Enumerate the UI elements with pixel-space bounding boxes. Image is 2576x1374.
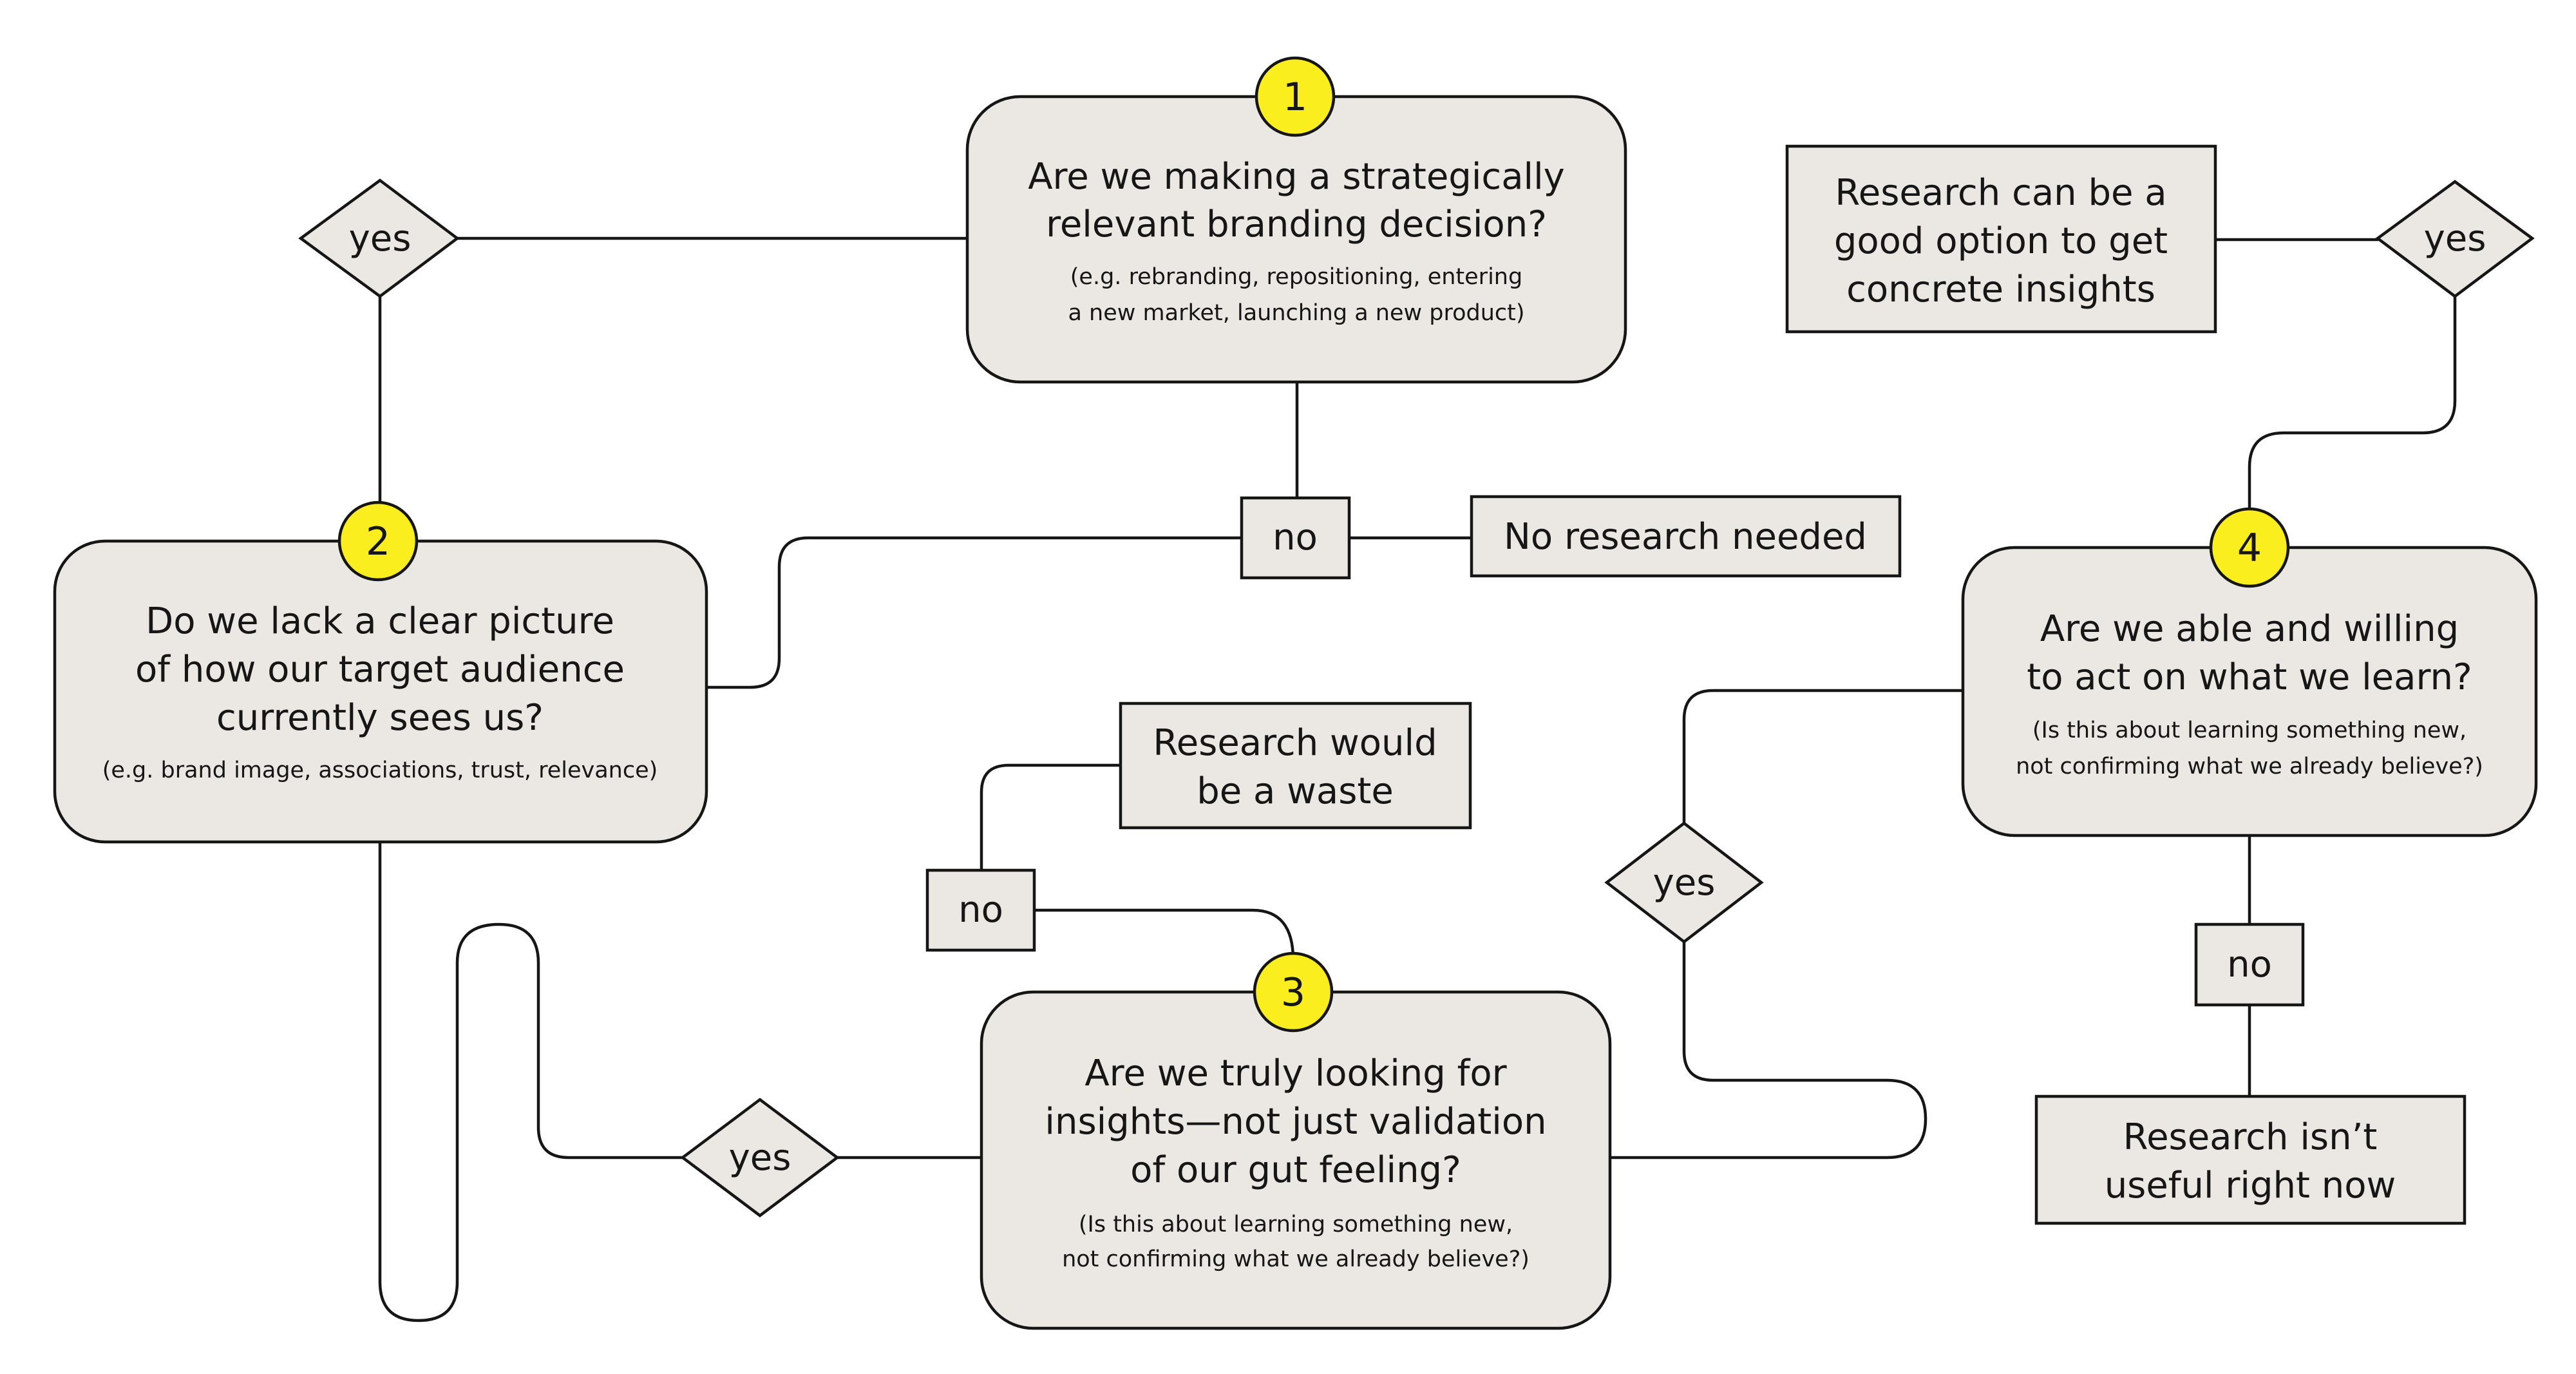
question-1-note-line-1: (e.g. rebranding, repositioning, enterin… bbox=[1070, 264, 1522, 290]
badge-4-circle bbox=[2209, 507, 2290, 588]
outcome-no-research: No research needed bbox=[1470, 495, 1902, 578]
question-2-title-line-1: Do we lack a clear picture bbox=[146, 600, 614, 642]
outcome-no-research-text: No research needed bbox=[1504, 516, 1867, 558]
no-box-q1-shape bbox=[1240, 496, 1351, 580]
badge-1: 1 bbox=[1255, 56, 1336, 137]
no-box-q1: no bbox=[1240, 496, 1351, 580]
question-3-note-line-1: (Is this about learning something new, bbox=[1079, 1212, 1513, 1237]
badge-4-number: 4 bbox=[2237, 526, 2262, 571]
edge-q3-yes-q4 bbox=[1608, 689, 1965, 1159]
no-box-q3-label: no bbox=[958, 889, 1003, 931]
edge-no-to-waste bbox=[980, 763, 1122, 872]
question-3: Are we truly looking for insights—not ju… bbox=[980, 990, 1612, 1330]
question-3-title-line-1: Are we truly looking for bbox=[1084, 1053, 1507, 1094]
outcome-waste-line-2: be a waste bbox=[1197, 770, 1394, 812]
question-1-title-line-2: relevant branding decision? bbox=[1046, 204, 1547, 245]
edge-q4-yes-good bbox=[2213, 238, 2457, 517]
outcome-not-useful-box bbox=[2034, 1094, 2467, 1225]
question-4-title-line-1: Are we able and willing bbox=[2040, 608, 2459, 650]
yes-diamond-q4-label: yes bbox=[2424, 218, 2486, 260]
yes-diamond-q3-shape bbox=[1604, 821, 1764, 944]
outcome-good-option-line-3: concrete insights bbox=[1846, 269, 2155, 310]
yes-diamond-q2: yes bbox=[680, 1098, 840, 1217]
yes-diamond-q3: yes bbox=[1604, 821, 1764, 944]
question-2-box bbox=[53, 539, 708, 844]
outcome-not-useful-line-1: Research isn’t bbox=[2123, 1116, 2378, 1158]
question-4-note-line-2: not confirming what we already believe?) bbox=[2016, 754, 2483, 779]
outcome-not-useful-line-2: useful right now bbox=[2105, 1165, 2396, 1207]
outcome-not-useful: Research isn’t useful right now bbox=[2034, 1094, 2467, 1225]
yes-diamond-q4: yes bbox=[2375, 180, 2535, 298]
badge-2: 2 bbox=[337, 501, 419, 582]
badge-3: 3 bbox=[1253, 951, 1334, 1033]
question-4: Are we able and willing to act on what w… bbox=[1961, 546, 2538, 837]
badge-4: 4 bbox=[2209, 507, 2290, 588]
outcome-good-option-line-2: good option to get bbox=[1834, 220, 2168, 262]
question-2: Do we lack a clear picture of how our ta… bbox=[53, 539, 708, 844]
outcome-waste-box bbox=[1119, 701, 1472, 830]
badge-3-circle bbox=[1253, 951, 1334, 1033]
outcome-no-research-box bbox=[1470, 495, 1902, 578]
question-4-title-line-2: to act on what we learn? bbox=[2027, 656, 2472, 698]
outcome-waste: Research would be a waste bbox=[1119, 701, 1472, 830]
edge-q3-no bbox=[1032, 908, 1295, 962]
badge-1-circle bbox=[1255, 56, 1336, 137]
edge-no-to-q2 bbox=[705, 536, 1244, 689]
question-2-title-line-2: of how our target audience bbox=[135, 649, 625, 691]
badge-2-circle bbox=[337, 501, 419, 582]
no-box-q4-label: no bbox=[2227, 944, 2272, 986]
question-4-note-line-1: (Is this about learning something new, bbox=[2032, 718, 2467, 743]
question-3-title-line-3: of our gut feeling? bbox=[1130, 1149, 1461, 1191]
outcome-waste-line-1: Research would bbox=[1153, 722, 1437, 764]
no-box-q3: no bbox=[925, 868, 1036, 952]
question-1-note-line-2: a new market, launching a new product) bbox=[1068, 300, 1524, 326]
yes-diamond-q1: yes bbox=[298, 178, 460, 298]
yes-diamond-q4-shape bbox=[2375, 180, 2535, 298]
badge-3-number: 3 bbox=[1281, 970, 1305, 1015]
yes-diamond-q1-label: yes bbox=[349, 218, 412, 260]
yes-diamond-q1-shape bbox=[298, 178, 460, 298]
question-1-title-line-1: Are we making a strategically bbox=[1028, 156, 1565, 198]
no-box-q1-label: no bbox=[1273, 517, 1318, 558]
question-2-note: (e.g. brand image, associations, trust, … bbox=[102, 758, 658, 783]
yes-diamond-q2-label: yes bbox=[729, 1137, 791, 1179]
badge-2-number: 2 bbox=[366, 519, 390, 564]
yes-diamond-q2-shape bbox=[680, 1098, 840, 1217]
question-2-title-line-3: currently sees us? bbox=[216, 697, 544, 739]
edge-q2-yes-q3 bbox=[378, 840, 983, 1322]
question-3-title-line-2: insights—not just validation bbox=[1045, 1101, 1546, 1143]
no-box-q4: no bbox=[2194, 922, 2305, 1007]
question-1: Are we making a strategically relevant b… bbox=[965, 95, 1627, 384]
badge-1-number: 1 bbox=[1283, 75, 1307, 120]
no-box-q4-shape bbox=[2194, 922, 2305, 1007]
yes-diamond-q3-label: yes bbox=[1653, 862, 1716, 904]
outcome-good-option-box bbox=[1785, 144, 2217, 334]
edge-q1-yes-q2 bbox=[378, 236, 969, 543]
question-3-note-line-2: not confirming what we already believe?) bbox=[1062, 1246, 1530, 1272]
outcome-good-option: Research can be a good option to get con… bbox=[1785, 144, 2217, 334]
outcome-good-option-line-1: Research can be a bbox=[1835, 172, 2166, 214]
connectors bbox=[378, 236, 2457, 1322]
no-box-q3-shape bbox=[925, 868, 1036, 952]
